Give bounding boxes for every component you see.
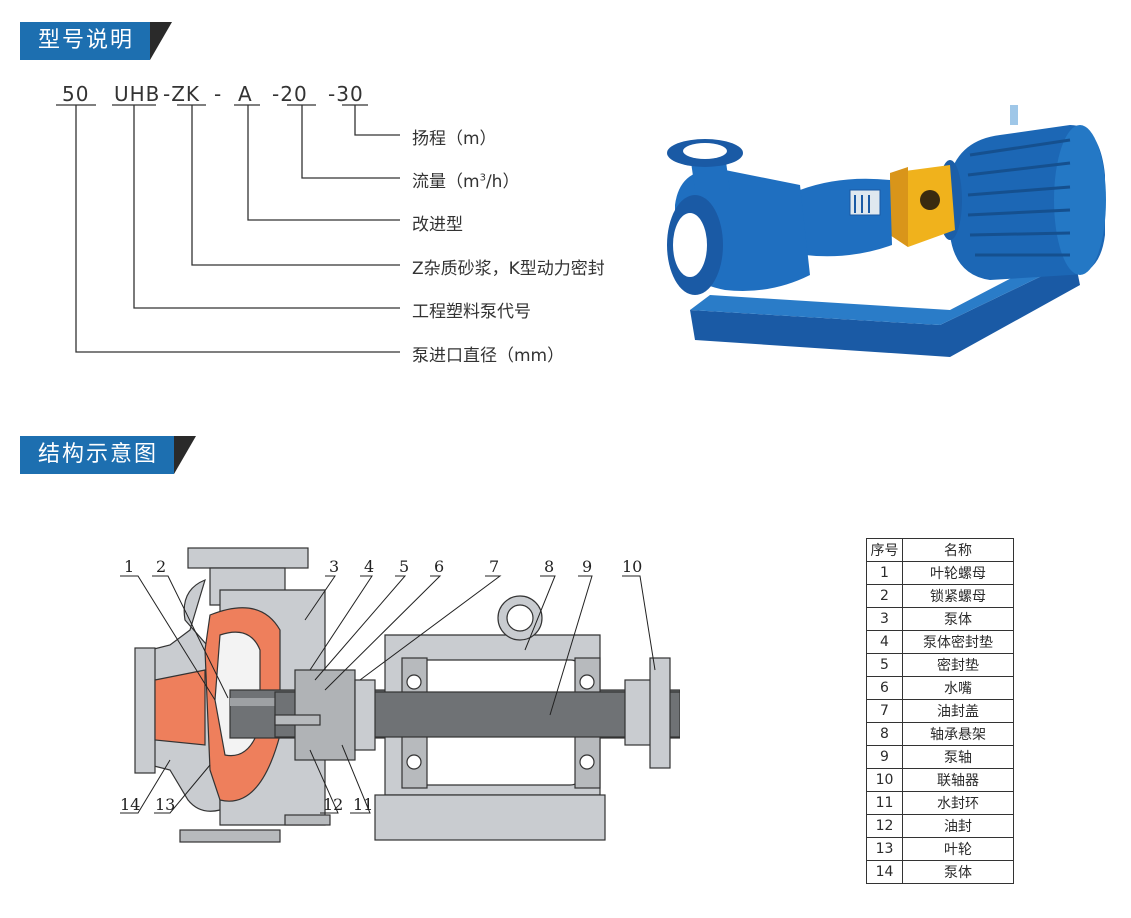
callout-7: 7 <box>489 557 500 576</box>
section-header-structure: 结构示意图 <box>20 436 197 474</box>
row-index: 8 <box>866 722 903 746</box>
row-name: 联轴器 <box>902 768 1014 792</box>
row-name: 锁紧螺母 <box>902 584 1014 608</box>
row-name: 轴承悬架 <box>902 722 1014 746</box>
callout-6: 6 <box>434 557 445 576</box>
row-index: 13 <box>866 837 903 861</box>
section-header-model: 型号说明 <box>20 22 173 60</box>
row-name: 泵轴 <box>902 745 1014 769</box>
table-header-index: 序号 <box>866 538 903 562</box>
label-improved: 改进型 <box>412 215 463 235</box>
code-part-a: A <box>238 82 253 106</box>
row-index: 12 <box>866 814 903 838</box>
row-index: 9 <box>866 745 903 769</box>
row-name: 油封 <box>902 814 1014 838</box>
row-name: 泵体密封垫 <box>902 630 1014 654</box>
label-flow-suffix: /h） <box>485 172 520 192</box>
section-title: 结构示意图 <box>20 436 175 474</box>
row-index: 10 <box>866 768 903 792</box>
row-index: 7 <box>866 699 903 723</box>
callout-1: 1 <box>124 557 135 576</box>
row-name: 水封环 <box>902 791 1014 815</box>
row-index: 6 <box>866 676 903 700</box>
row-index: 5 <box>866 653 903 677</box>
model-code-leader-lines <box>56 104 400 353</box>
callout-13: 13 <box>155 795 176 814</box>
code-part-diameter: 50 <box>62 82 90 106</box>
header-tail-decoration <box>150 22 173 60</box>
code-part-30: -30 <box>328 82 364 106</box>
callout-12: 12 <box>323 795 344 814</box>
code-part-20: -20 <box>272 82 308 106</box>
label-code: 工程塑料泵代号 <box>412 302 531 322</box>
row-name: 叶轮螺母 <box>902 561 1014 585</box>
label-flow-sup: 3 <box>479 172 486 184</box>
row-name: 水嘴 <box>902 676 1014 700</box>
code-part-dash: - <box>214 82 223 106</box>
table-header-row: 序号 名称 <box>866 538 1014 562</box>
label-flow-prefix: 流量（m <box>412 172 480 192</box>
row-name: 泵体 <box>902 607 1014 631</box>
pump-cross-section-diagram <box>120 547 680 843</box>
row-name: 油封盖 <box>902 699 1014 723</box>
callout-11: 11 <box>353 795 374 814</box>
code-part-uhb: UHB <box>114 82 161 106</box>
callout-2: 2 <box>156 557 167 576</box>
header-tail-decoration <box>174 436 197 474</box>
callout-8: 8 <box>544 557 555 576</box>
row-index: 2 <box>866 584 903 608</box>
callout-10: 10 <box>622 557 643 576</box>
callout-5: 5 <box>399 557 410 576</box>
table-header-name: 名称 <box>902 538 1014 562</box>
row-index: 11 <box>866 791 903 815</box>
row-name: 密封垫 <box>902 653 1014 677</box>
pump-photo <box>667 105 1106 357</box>
row-name: 叶轮 <box>902 837 1014 861</box>
row-index: 4 <box>866 630 903 654</box>
callout-3: 3 <box>329 557 340 576</box>
row-index: 14 <box>866 860 903 884</box>
row-index: 3 <box>866 607 903 631</box>
code-part-zk: -ZK <box>163 82 201 106</box>
row-name: 泵体 <box>902 860 1014 884</box>
callout-14: 14 <box>120 795 141 814</box>
label-flow: 流量（m3/h） <box>412 167 519 192</box>
callout-4: 4 <box>364 557 375 576</box>
row-index: 1 <box>866 561 903 585</box>
label-zk: Z杂质砂浆，K型动力密封 <box>412 259 605 279</box>
label-inlet: 泵进口直径（mm） <box>412 346 565 366</box>
label-head: 扬程（m） <box>412 129 497 149</box>
section-title: 型号说明 <box>20 22 151 60</box>
callout-9: 9 <box>582 557 593 576</box>
